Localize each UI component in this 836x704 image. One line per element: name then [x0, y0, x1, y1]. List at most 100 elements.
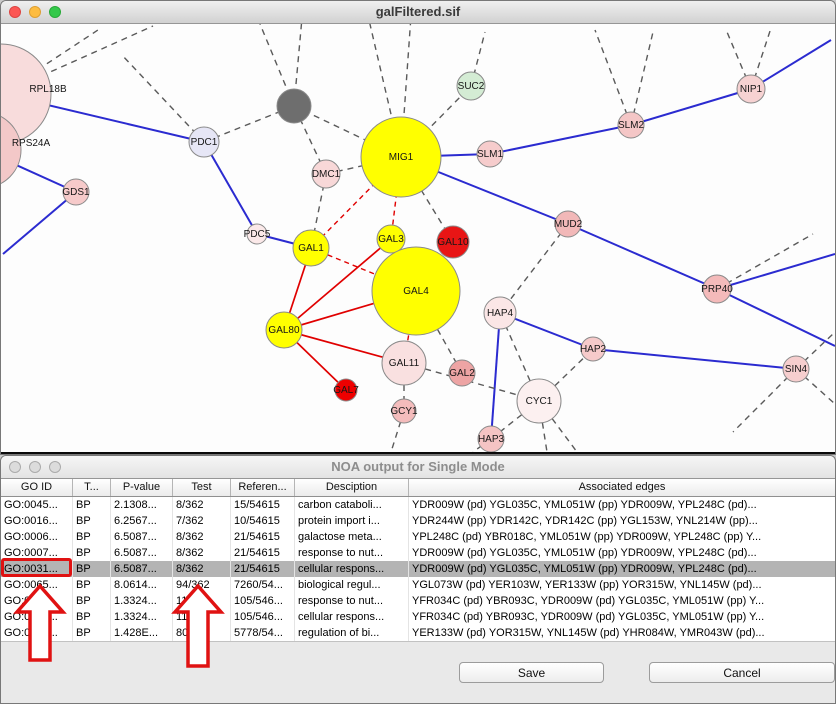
graph-edge: [594, 29, 632, 126]
column-header-1[interactable]: T...: [73, 479, 111, 496]
table-cell: YER133W (pd) YOR315W, YNL145W (pd) YHR08…: [412, 627, 765, 639]
column-header-5[interactable]: Desciption: [295, 479, 409, 496]
graph-node-GAL80[interactable]: [265, 311, 303, 349]
graph-node-GAL3[interactable]: [376, 224, 406, 254]
graph-edge: [716, 233, 814, 290]
graph-node-GAL11[interactable]: [381, 340, 427, 386]
column-header-3[interactable]: Test: [173, 479, 231, 496]
table-cell: 6.5087...: [111, 529, 173, 545]
graph-node-SLM1[interactable]: [476, 140, 504, 168]
graph-node-label: SLM1: [477, 149, 504, 160]
table-cell: 80/362: [173, 625, 231, 641]
graph-node-SLM2[interactable]: [617, 111, 645, 139]
graph-node-label: HAP2: [580, 344, 607, 355]
graph-edge: [795, 368, 835, 405]
graph-node-GAL4[interactable]: [371, 246, 461, 336]
graph-node-PRP40[interactable]: [702, 274, 732, 304]
table-cell: 105/546...: [231, 609, 295, 625]
cancel-button[interactable]: Cancel: [649, 662, 835, 683]
table-cell: carbon cataboli...: [295, 497, 409, 513]
zoom-button[interactable]: [49, 461, 61, 473]
graph-edge: [293, 105, 402, 158]
save-button[interactable]: Save: [459, 662, 604, 683]
graph-node-GCY1[interactable]: [391, 398, 417, 424]
table-cell: 1.3324...: [111, 609, 173, 625]
graph-edge: [538, 400, 548, 452]
graph-node-NIP1[interactable]: [736, 74, 766, 104]
column-header-6[interactable]: Associated edges: [578, 481, 666, 493]
graph-node-label: DMC1: [312, 169, 341, 180]
table-cell: protein import i...: [295, 513, 409, 529]
graph-node-HAP4[interactable]: [483, 296, 517, 330]
table-cell: YGL073W (pd) YER103W, YER133W (pp) YOR31…: [412, 579, 762, 591]
graph-node-GAL7[interactable]: [334, 378, 358, 402]
table-cell: 7260/54...: [231, 577, 295, 593]
network-window-titlebar[interactable]: galFiltered.sif: [1, 1, 835, 24]
graph-edge: [283, 238, 392, 331]
graph-node-label: CYC1: [526, 396, 553, 407]
graph-node-SIN4[interactable]: [782, 355, 810, 383]
zoom-button[interactable]: [49, 6, 61, 18]
graph-node-HAP2[interactable]: [580, 336, 606, 362]
graph-node-CYC1[interactable]: [516, 378, 562, 424]
graph-node-PDC5[interactable]: [246, 223, 268, 245]
column-header-0[interactable]: GO ID: [1, 479, 73, 496]
graph-edge: [567, 223, 718, 290]
window-bottom-edge: [1, 452, 835, 454]
graph-edge: [732, 368, 797, 433]
column-header-2[interactable]: P-value: [111, 479, 173, 496]
graph-node-RPS24A[interactable]: [1, 112, 22, 188]
graph-node-GDS1[interactable]: [62, 178, 90, 206]
noa-window-titlebar[interactable]: NOA output for Single Mode: [1, 456, 835, 479]
graph-edge: [470, 31, 486, 87]
graph-node-GAL1[interactable]: [292, 229, 330, 267]
graph-edge: [750, 39, 832, 90]
close-button[interactable]: [9, 6, 21, 18]
graph-node-label: MIG1: [389, 152, 414, 163]
graph-node-label: NIP1: [740, 84, 763, 95]
graph-node-label: RPS24A: [12, 138, 51, 149]
close-button[interactable]: [9, 461, 21, 473]
graph-node-label: GAL80: [268, 325, 300, 336]
minimize-button[interactable]: [29, 461, 41, 473]
graph-edge: [400, 156, 454, 243]
table-cell: GO:0050...: [1, 625, 73, 641]
noa-window-title: NOA output for Single Mode: [331, 459, 505, 474]
graph-node-GAL10[interactable]: [436, 225, 470, 259]
minimize-button[interactable]: [29, 6, 41, 18]
network-window-title: galFiltered.sif: [375, 4, 461, 19]
table-cell: YDR009W (pd) YGL035C, YML051W (pp) YDR00…: [412, 563, 757, 575]
column-header-4[interactable]: Referen...: [231, 479, 295, 496]
table-cell: 5778/54...: [231, 625, 295, 641]
graph-node-DMC1[interactable]: [311, 159, 341, 189]
graph-edge: [592, 348, 797, 370]
graph-node-SUC2[interactable]: [456, 71, 486, 101]
graph-node-label: SIN4: [785, 364, 808, 375]
table-cell: 8.0614...: [111, 577, 173, 593]
graph-node-label: GAL11: [389, 358, 420, 369]
graph-node-MIG1[interactable]: [360, 116, 442, 198]
graph-edge: [630, 31, 654, 126]
graph-node-PDC1[interactable]: [188, 126, 220, 158]
table-cell: 8/362: [173, 561, 231, 577]
graph-node-label: GAL2: [449, 368, 475, 379]
table-cell: 6.5087...: [111, 545, 173, 561]
graph-node-label: HAP3: [478, 434, 505, 445]
graph-edge: [499, 312, 594, 350]
graph-node-label: GCY1: [390, 406, 418, 417]
graph-node-RPL18B[interactable]: [1, 43, 52, 145]
graph-node-unlabeled[interactable]: [276, 88, 312, 124]
graph-node-GAL2[interactable]: [448, 359, 476, 387]
graph-node-MUD2[interactable]: [554, 210, 582, 238]
graph-node-HAP3[interactable]: [477, 425, 505, 452]
